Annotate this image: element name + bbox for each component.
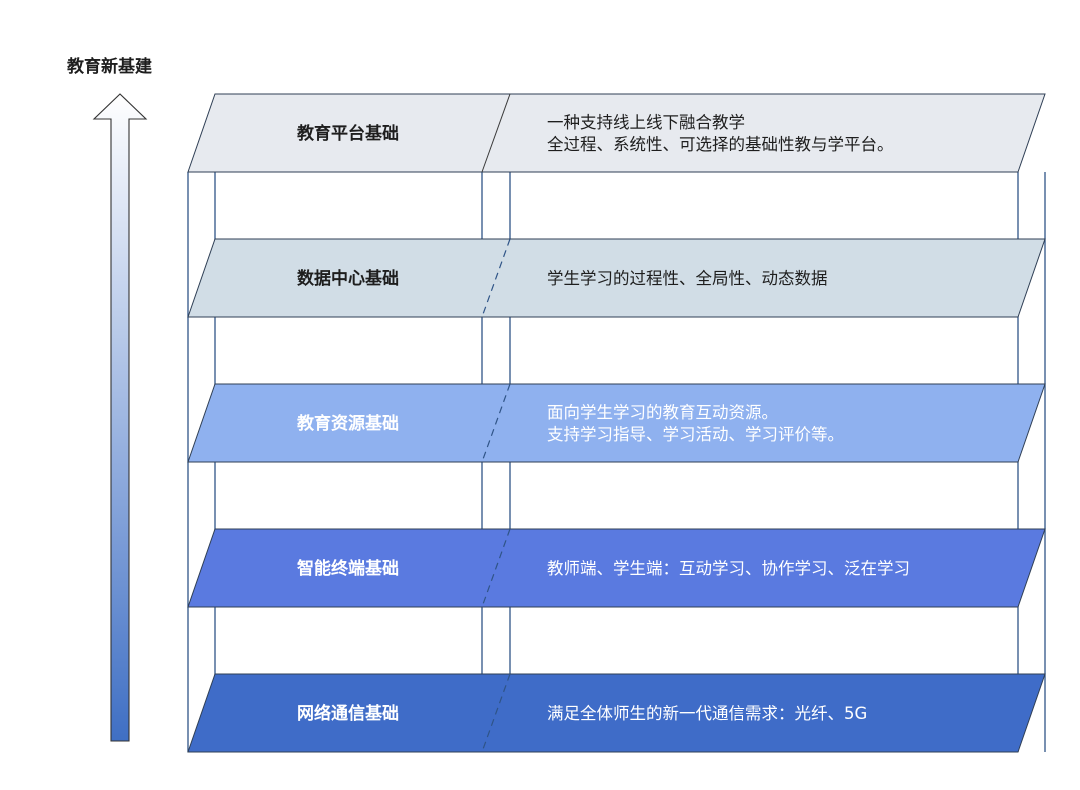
layer-slab bbox=[187, 238, 1046, 318]
layer-5: 网络通信基础 满足全体师生的新一代通信需求：光纤、5G bbox=[187, 673, 1046, 753]
layer-3: 教育资源基础 面向学生学习的教育互动资源。支持学习指导、学习活动、学习评价等。 bbox=[187, 383, 1046, 463]
layer-name: 教育平台基础 bbox=[296, 123, 399, 144]
layer-slab bbox=[187, 673, 1046, 753]
layer-divider bbox=[481, 238, 511, 318]
layer-slab bbox=[187, 528, 1046, 608]
layer-name: 教育资源基础 bbox=[296, 413, 399, 434]
layer-slab bbox=[187, 383, 1046, 463]
layer-divider bbox=[481, 673, 511, 753]
layer-description-line: 满足全体师生的新一代通信需求：光纤、5G bbox=[547, 704, 867, 723]
layer-description-line: 学生学习的过程性、全局性、动态数据 bbox=[547, 269, 828, 288]
layer-name: 数据中心基础 bbox=[297, 268, 399, 289]
layer-divider bbox=[481, 383, 511, 463]
layer-description-line: 全过程、系统性、可选择的基础性教与学平台。 bbox=[547, 135, 894, 154]
layer-divider bbox=[481, 528, 511, 608]
layer-description-line: 面向学生学习的教育互动资源。 bbox=[547, 403, 778, 422]
up-arrow-icon bbox=[92, 93, 148, 742]
layer-divider bbox=[481, 93, 511, 173]
layer-description-line: 教师端、学生端：互动学习、协作学习、泛在学习 bbox=[547, 559, 910, 578]
layer-description-line: 一种支持线上线下融合教学 bbox=[547, 113, 745, 132]
layer-slab bbox=[187, 93, 1046, 173]
layer-stack: 教育平台基础 一种支持线上线下融合教学全过程、系统性、可选择的基础性教与学平台。数… bbox=[187, 93, 1046, 753]
layer-name: 网络通信基础 bbox=[297, 703, 399, 724]
layer-description-line: 支持学习指导、学习活动、学习评价等。 bbox=[547, 425, 844, 444]
layer-2: 数据中心基础 学生学习的过程性、全局性、动态数据 bbox=[187, 238, 1046, 318]
layer-name: 智能终端基础 bbox=[297, 558, 399, 579]
diagram-title: 教育新基建 bbox=[66, 56, 152, 77]
layer-4: 智能终端基础 教师端、学生端：互动学习、协作学习、泛在学习 bbox=[187, 528, 1046, 608]
